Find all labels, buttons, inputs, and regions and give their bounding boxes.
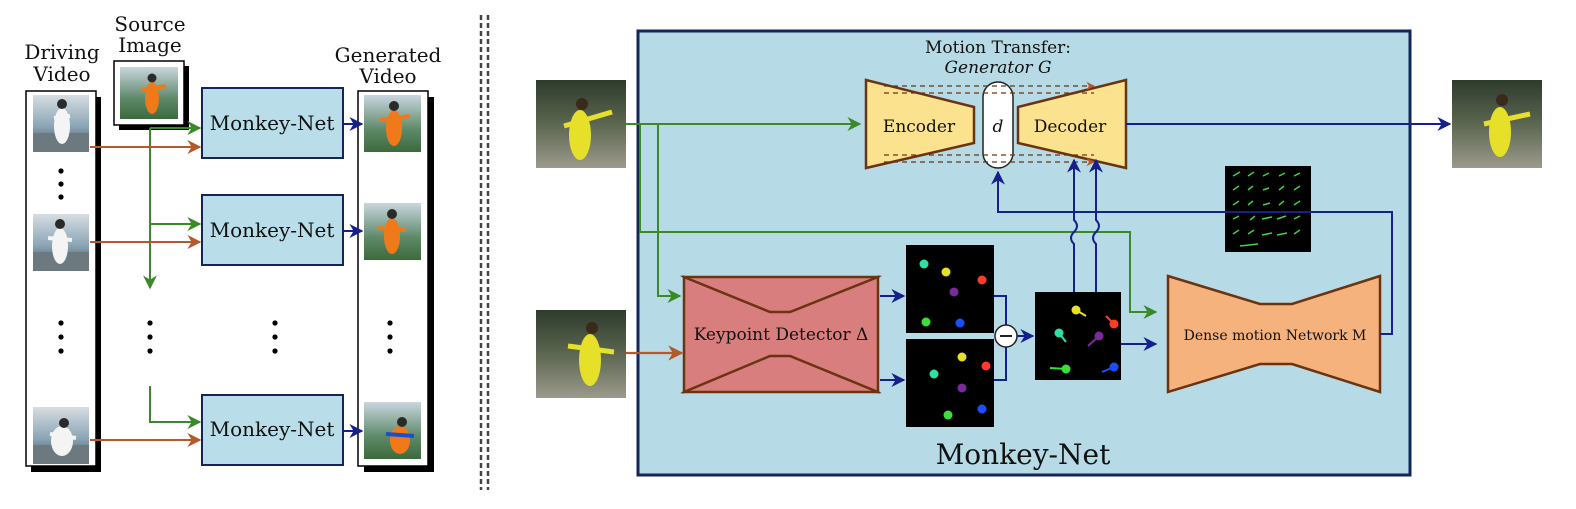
svg-text:d: d [993, 117, 1004, 137]
middle-ellipsis-2 [272, 320, 278, 354]
driving-frame-input [536, 310, 626, 398]
svg-text:Source: Source [114, 12, 185, 36]
svg-text:Monkey-Net: Monkey-Net [210, 218, 335, 242]
svg-text:Generated: Generated [335, 43, 442, 67]
generated-frame-output [1452, 80, 1542, 168]
source-image [113, 60, 189, 130]
keypoint-map-source [906, 245, 994, 333]
driving-frame-2 [33, 214, 89, 271]
svg-text:Image: Image [118, 33, 181, 57]
driving-frame-3 [33, 407, 89, 464]
generated-frame-2 [364, 203, 421, 260]
svg-text:Monkey-Net: Monkey-Net [210, 111, 335, 135]
middle-ellipsis-1 [147, 320, 153, 354]
driving-ellipsis-1 [58, 168, 64, 200]
motion-field-map [1225, 166, 1311, 252]
navy-flow-arrows [880, 117, 1452, 387]
monkey-net-title: Monkey-Net [936, 438, 1111, 471]
svg-text:Motion Transfer:: Motion Transfer: [925, 38, 1071, 58]
generated-ellipsis [387, 320, 393, 354]
left-panel: Driving Video Source Image Generated Vid… [24, 12, 442, 472]
svg-text:Video: Video [32, 62, 90, 86]
monkey-net-box-2: Monkey-Net [201, 194, 344, 266]
keypoint-detector-block: Keypoint Detector Δ [679, 275, 883, 394]
svg-text:Generator G: Generator G [944, 58, 1051, 78]
svg-text:Video: Video [358, 64, 416, 88]
source-arrows [143, 121, 202, 429]
generated-video-strip [357, 90, 434, 472]
svg-text:Decoder: Decoder [1034, 117, 1107, 137]
driving-ellipsis-2 [58, 320, 64, 354]
monkey-net-box-3: Monkey-Net [201, 394, 344, 466]
monkey-net-panel [636, 29, 1412, 477]
panel-divider [479, 15, 490, 490]
dense-motion-block: Dense motion Network M [1166, 274, 1382, 394]
driving-video-label: Driving Video [24, 40, 100, 86]
driving-frame-1 [33, 95, 89, 152]
skip-connections [884, 81, 1095, 167]
generated-video-label: Generated Video [335, 43, 442, 88]
svg-text:Monkey-Net: Monkey-Net [210, 417, 335, 441]
source-frame-input [536, 80, 626, 168]
deformation-node: d [982, 81, 1014, 169]
source-image-label: Source Image [114, 12, 185, 57]
driving-arrows [90, 140, 202, 447]
right-panel: Monkey-Net Motion Transfer: Generator G [536, 29, 1542, 477]
generated-frame-1 [364, 95, 421, 152]
svg-text:Keypoint Detector Δ: Keypoint Detector Δ [694, 325, 869, 345]
decoder-block: Decoder [1016, 78, 1128, 170]
output-arrows [344, 117, 364, 438]
svg-text:Encoder: Encoder [883, 117, 956, 137]
generated-frame-3 [364, 402, 421, 459]
keypoint-map-driving [906, 339, 994, 427]
driving-video-strip [25, 90, 101, 472]
monkey-net-box-1: Monkey-Net [201, 87, 344, 159]
motion-transfer-label: Motion Transfer: Generator G [925, 38, 1071, 78]
subtract-node [994, 324, 1018, 348]
keypoint-difference-map [1035, 292, 1121, 380]
svg-text:Dense motion Network M: Dense motion Network M [1184, 328, 1367, 344]
svg-text:Driving: Driving [24, 40, 100, 64]
encoder-block: Encoder [864, 78, 976, 170]
source-flow-arrows [626, 117, 1158, 319]
